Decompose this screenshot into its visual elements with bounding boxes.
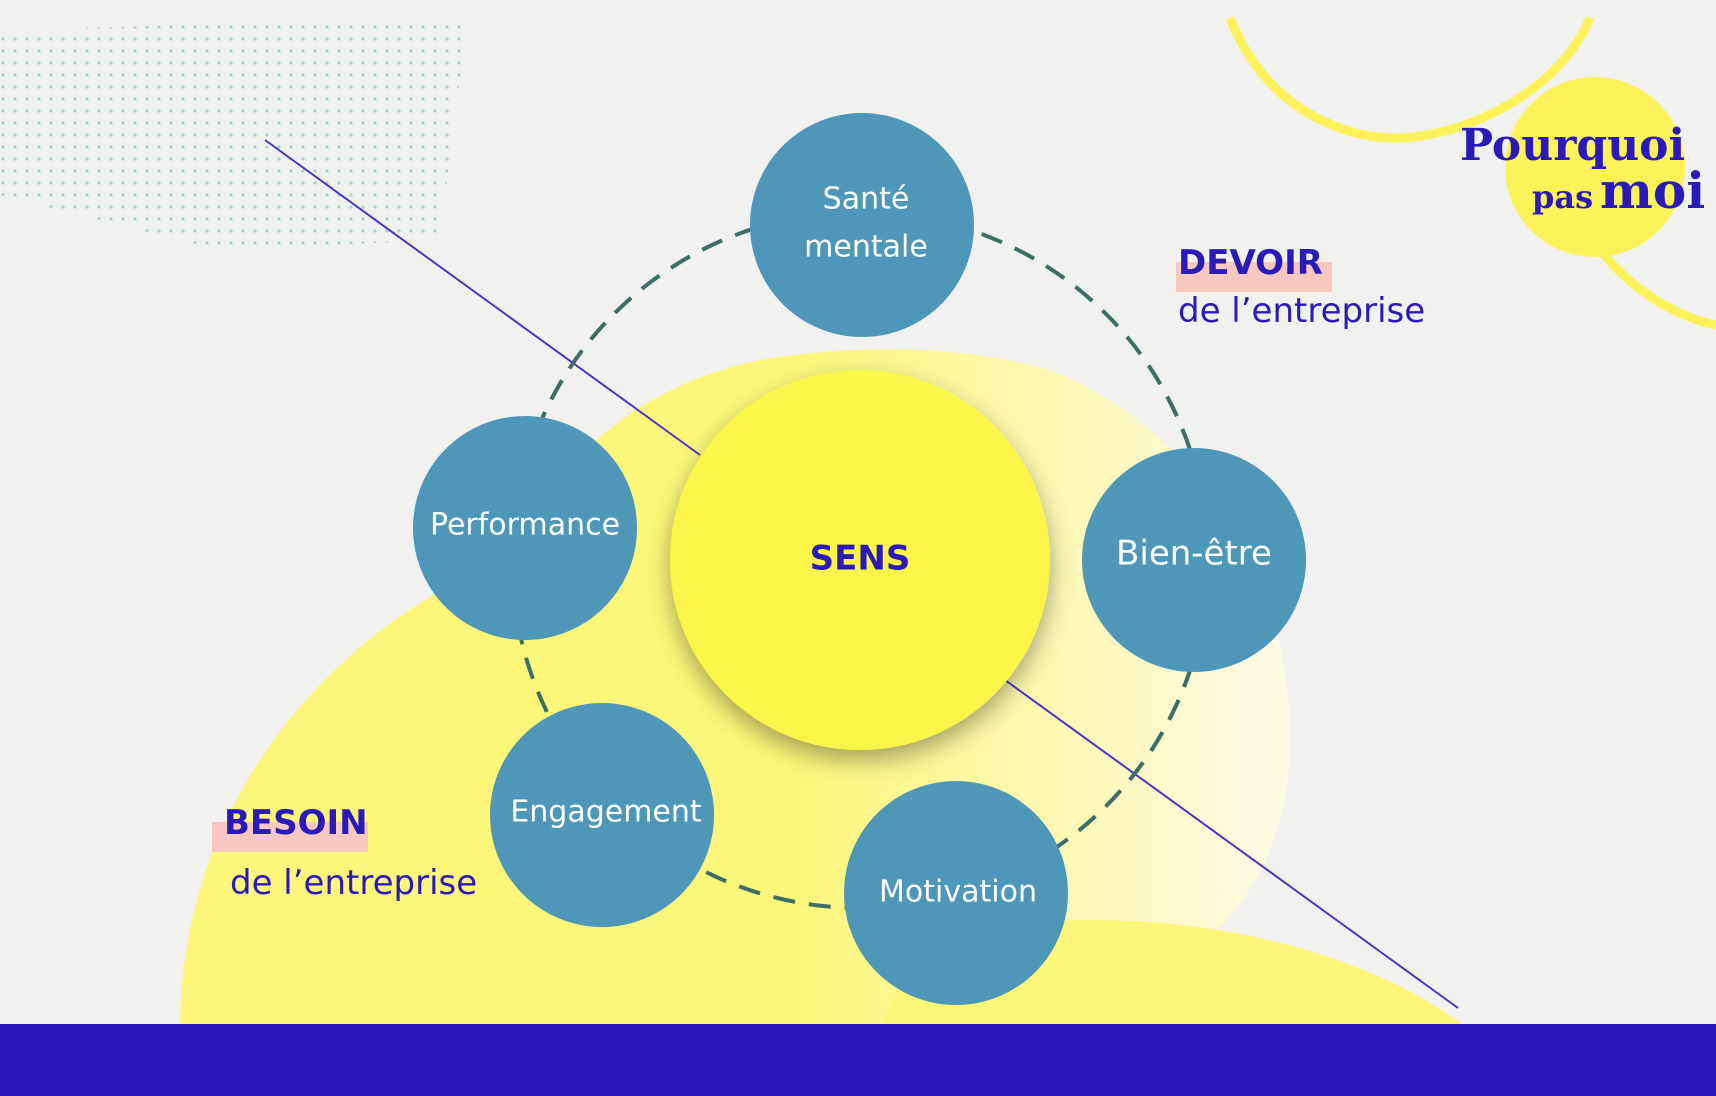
node-bien-etre: Bien-être (1082, 448, 1306, 672)
node-bien-etre-label: Bien-être (1116, 534, 1272, 574)
devoir-title: DEVOIR (1178, 243, 1323, 283)
node-engagement: Engagement (490, 703, 714, 927)
logo-line-1: Pourquoi (1460, 120, 1685, 171)
yellow-arc (1225, 16, 1595, 143)
dot-texture (0, 18, 470, 250)
node-sante-mentale: Santé mentale (750, 113, 974, 337)
center-circle (670, 370, 1050, 750)
footer-bar (0, 1024, 1716, 1096)
diagonal-line-upper (264, 139, 701, 456)
diagonal-line-lower (1004, 679, 1459, 1009)
devoir-subtitle: de l’entreprise (1178, 291, 1425, 331)
node-sante-mentale-label-2: mentale (804, 230, 928, 265)
node-performance-label: Performance (430, 508, 620, 543)
node-motivation-label: Motivation (879, 875, 1037, 910)
logo-line-2a: pas (1532, 178, 1593, 216)
logo-line-2b: moi (1600, 161, 1705, 220)
center-label: SENS (810, 539, 911, 579)
node-motivation: Motivation (844, 781, 1068, 1005)
devoir-highlight (1176, 262, 1332, 292)
yellow-arc-tail (1596, 247, 1716, 330)
node-sante-mentale-label-1: Santé (823, 182, 910, 217)
besoin-subtitle: de l’entreprise (230, 863, 477, 903)
logo-yellow-disc (1505, 77, 1685, 257)
besoin-highlight (212, 822, 368, 852)
besoin-title: BESOIN (224, 803, 368, 843)
brand-logo: Pourquoi pas moi (1460, 120, 1705, 220)
node-engagement-label: Engagement (510, 795, 702, 830)
node-performance: Performance (413, 416, 637, 640)
